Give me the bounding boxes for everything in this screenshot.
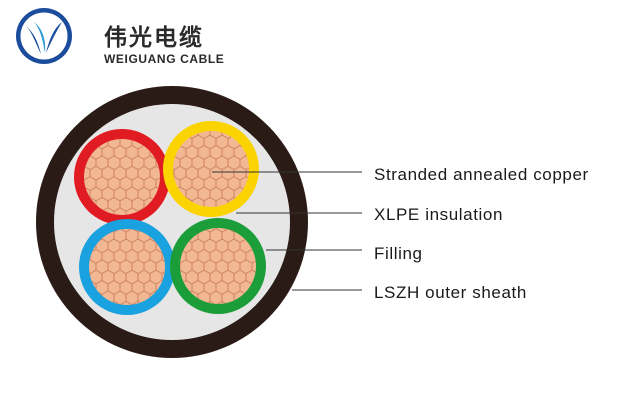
blue-core-strands xyxy=(89,229,165,305)
brand-mark-icon xyxy=(16,8,72,64)
callout-label-sheath: LSZH outer sheath xyxy=(374,283,527,302)
yellow-core xyxy=(163,121,259,217)
brand-name-cn: 伟光电缆 xyxy=(104,25,204,51)
brand-logo: 伟光电缆 WEIGUANG CABLE xyxy=(14,6,234,66)
yellow-core-strands xyxy=(173,131,249,207)
callout-label-filling: Filling xyxy=(374,244,423,263)
blue-core xyxy=(79,219,175,315)
callout-label-copper: Stranded annealed copper xyxy=(374,165,589,184)
green-core xyxy=(170,218,266,314)
filling xyxy=(54,104,290,340)
callout-label-insulation: XLPE insulation xyxy=(374,205,503,224)
green-core-strands xyxy=(180,228,256,304)
red-core xyxy=(74,129,170,225)
red-core-strands xyxy=(84,139,160,215)
brand-name-en: WEIGUANG CABLE xyxy=(104,52,225,66)
cores xyxy=(74,121,266,315)
